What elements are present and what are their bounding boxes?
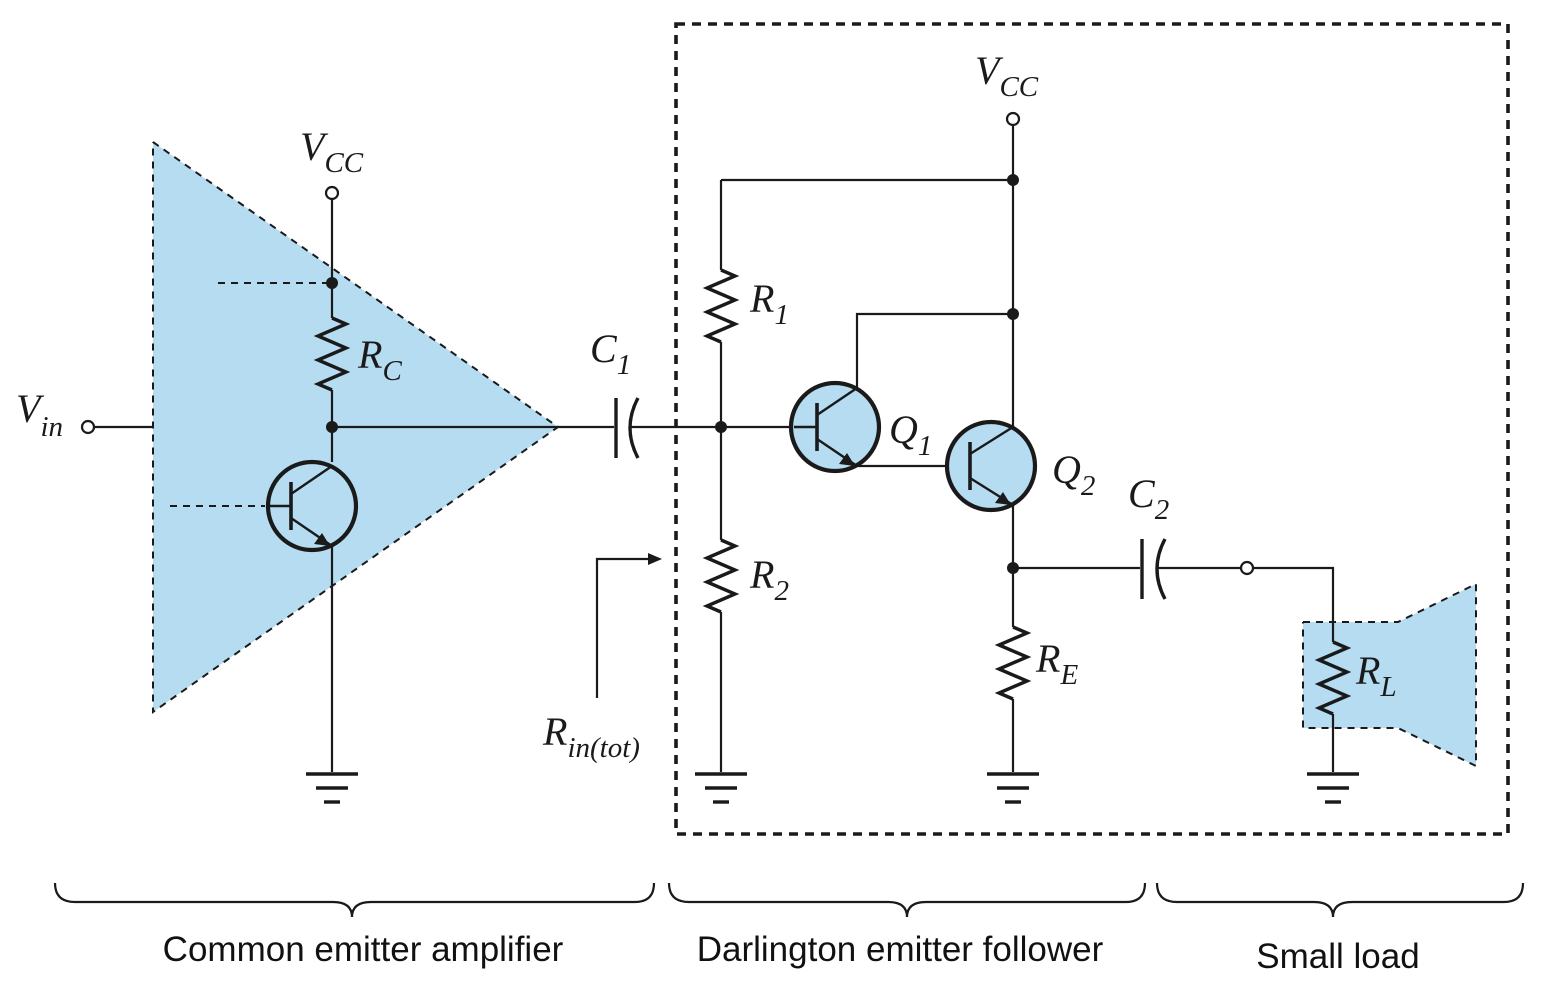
label-c1: C1 — [590, 326, 631, 381]
ground-re — [987, 772, 1039, 804]
label-q1: Q1 — [889, 407, 932, 462]
label-rl: RL — [1355, 648, 1397, 703]
brace-load — [1155, 882, 1525, 918]
resistor-r1 — [702, 268, 740, 344]
resistor-rc — [313, 316, 351, 392]
label-r2: R2 — [749, 552, 789, 607]
label-c2: C2 — [1128, 471, 1169, 526]
rin-arrow — [595, 553, 662, 698]
brace-amplifier — [53, 882, 656, 918]
resistor-rl — [1314, 640, 1352, 716]
bias-divider — [702, 178, 1013, 772]
label-rin-tot: Rin(tot) — [542, 709, 640, 764]
label-q2: Q2 — [1052, 447, 1095, 502]
section-label-load: Small load — [1256, 937, 1419, 976]
brace-darlington — [667, 882, 1147, 918]
resistor-re — [994, 625, 1032, 701]
transistor-ce — [265, 459, 359, 772]
label-r1: R1 — [749, 276, 789, 331]
darlington-boundary — [674, 22, 1510, 836]
ground-divider — [695, 772, 747, 804]
section-label-amplifier: Common emitter amplifier — [163, 930, 564, 969]
emitter-branch — [994, 505, 1140, 772]
transistor-q1 — [788, 380, 882, 474]
vin-terminal — [80, 419, 153, 435]
ground-load — [1307, 772, 1359, 804]
label-rc: RC — [357, 332, 402, 387]
section-label-darlington: Darlington emitter follower — [697, 930, 1104, 969]
label-vcc-right: VCC — [975, 48, 1039, 103]
label-vin: Vin — [16, 386, 63, 443]
label-re: RE — [1035, 636, 1078, 691]
transistor-q2 — [944, 419, 1038, 513]
resistor-r2 — [702, 538, 740, 614]
label-vcc-left: VCC — [300, 124, 364, 179]
speaker-load — [1239, 560, 1477, 772]
right-supply-rail — [855, 111, 1021, 427]
ground-left — [306, 772, 358, 804]
